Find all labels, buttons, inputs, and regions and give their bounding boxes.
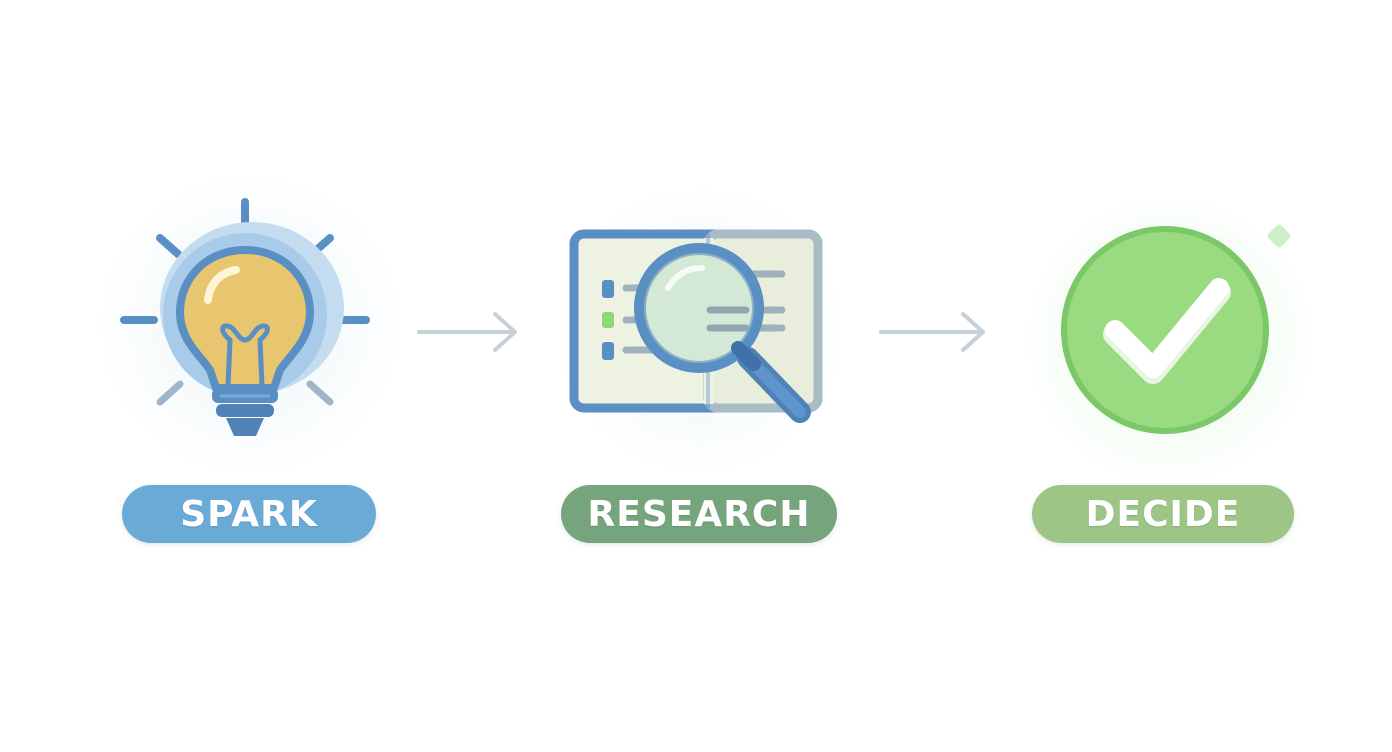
checkmark-circle-icon: [1055, 222, 1305, 446]
lightbulb-icon: [110, 190, 380, 454]
arrow-right-icon: [877, 310, 992, 358]
magnifier-document-icon: [568, 228, 828, 442]
spark-label: SPARK: [122, 485, 376, 543]
arrow-right-icon: [415, 310, 525, 358]
research-label: RESEARCH: [561, 485, 837, 543]
sparkle-icon: [1264, 221, 1296, 257]
decide-label: DECIDE: [1032, 485, 1294, 543]
